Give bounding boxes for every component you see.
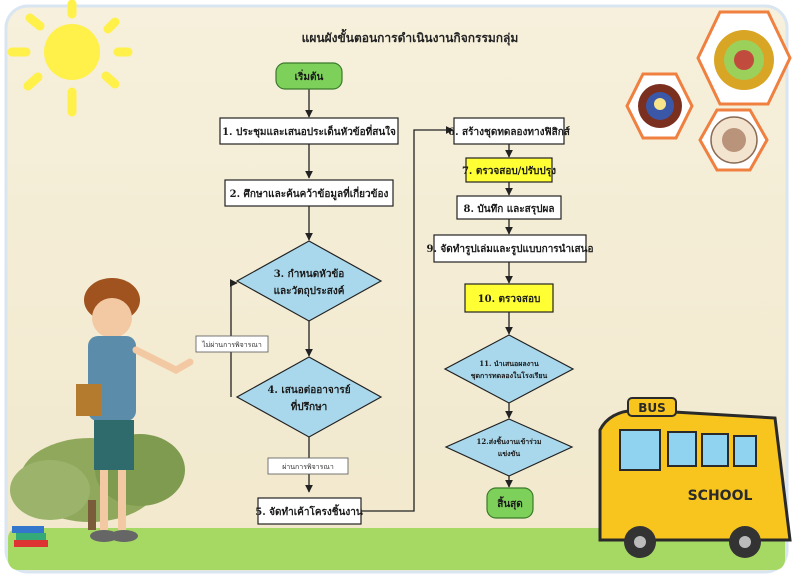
node-start-label: เริ่มต้น xyxy=(295,69,324,83)
emblem-logo-icon xyxy=(625,72,694,140)
bus-sign-label: BUS xyxy=(638,401,666,415)
node-step-6: 6. สร้างชุดทดลองทางฟิสิกส์ xyxy=(448,117,571,145)
node-step-4-decision: 4. เสนอต่ออาจารย์ ที่ปรึกษา xyxy=(235,356,383,438)
node-step-5: 5. จัดทำเค้าโครงชิ้นงาน xyxy=(255,497,363,525)
edge-label-fail: ไม่ผ่านการพิจารณา xyxy=(195,335,269,353)
node-step-2-label: 2. ศึกษาและค้นคว้าข้อมูลที่เกี่ยวข้อง xyxy=(230,186,389,201)
node-step-2: 2. ศึกษาและค้นคว้าข้อมูลที่เกี่ยวข้อง xyxy=(224,179,394,207)
node-end-label: สิ้นสุด xyxy=(497,496,523,510)
node-step-6-label: 6. สร้างชุดทดลองทางฟิสิกส์ xyxy=(448,126,571,138)
node-step-11-label-line1: 11. นำเสนอผลงาน xyxy=(479,359,539,368)
slide-frame xyxy=(4,4,789,574)
node-step-1: 1. ประชุมและเสนอประเด็นหัวข้อที่สนใจ xyxy=(219,117,399,145)
pass-label: ผ่านการพิจารณา xyxy=(282,463,334,471)
node-step-5-label: 5. จัดทำเค้าโครงชิ้นงาน xyxy=(255,504,363,518)
node-step-4-label-line1: 4. เสนอต่ออาจารย์ xyxy=(267,384,350,396)
node-step-9-label: 9. จัดทำรูปเล่มและรูปแบบการนำเสนอ xyxy=(427,243,594,256)
node-step-9: 9. จัดทำรูปเล่มและรูปแบบการนำเสนอ xyxy=(427,234,594,263)
books-icon xyxy=(12,526,48,547)
edge-label-pass: ผ่านการพิจารณา xyxy=(267,457,349,475)
bus-side-label: SCHOOL xyxy=(688,488,753,504)
node-step-12-label-line2: แข่งขัน xyxy=(498,449,521,458)
grass-strip xyxy=(8,528,785,570)
node-step-3-label-line1: 3. กำหนดหัวข้อ xyxy=(274,268,345,280)
teacher-character-icon xyxy=(76,278,194,542)
fail-label: ไม่ผ่านการพิจารณา xyxy=(201,340,262,349)
node-step-11-label-line2: ชุดการทดลองในโรงเรียน xyxy=(471,371,548,380)
node-step-3-decision: 3. กำหนดหัวข้อ และวัตถุประสงค์ xyxy=(235,240,383,322)
connectors xyxy=(229,89,513,512)
node-step-10-label: 10. ตรวจสอบ xyxy=(478,294,541,305)
school-bus-icon: BUS SCHOOL xyxy=(598,397,792,558)
node-step-8-label: 8. บันทึก และสรุปผล xyxy=(464,203,555,215)
node-step-4-label-line2: ที่ปรึกษา xyxy=(291,399,328,413)
node-step-7-label: 7. ตรวจสอบ/ปรับปรุง xyxy=(462,165,556,177)
node-end: สิ้นสุด xyxy=(486,487,534,519)
school-logo-icon xyxy=(696,10,792,106)
node-step-8: 8. บันทึก และสรุปผล xyxy=(456,195,562,220)
seal-logo-icon xyxy=(698,108,769,172)
node-step-3-label-line2: และวัตถุประสงค์ xyxy=(274,285,345,297)
node-step-10: 10. ตรวจสอบ xyxy=(464,283,554,313)
node-step-12-label-line1: 12.ส่งชิ้นงานเข้าร่วม xyxy=(477,435,542,446)
node-start: เริ่มต้น xyxy=(275,62,343,90)
node-step-1-label: 1. ประชุมและเสนอประเด็นหัวข้อที่สนใจ xyxy=(222,124,396,138)
sun-icon xyxy=(7,0,133,117)
node-step-12-decision: 12.ส่งชิ้นงานเข้าร่วม แข่งขัน xyxy=(444,418,574,477)
node-step-7: 7. ตรวจสอบ/ปรับปรุง xyxy=(462,157,556,183)
node-step-11-decision: 11. นำเสนอผลงาน ชุดการทดลองในโรงเรียน xyxy=(443,334,575,404)
diagram-title: แผนผังขั้นตอนการดำเนินงานกิจกรรมกลุ่ม xyxy=(302,28,519,46)
